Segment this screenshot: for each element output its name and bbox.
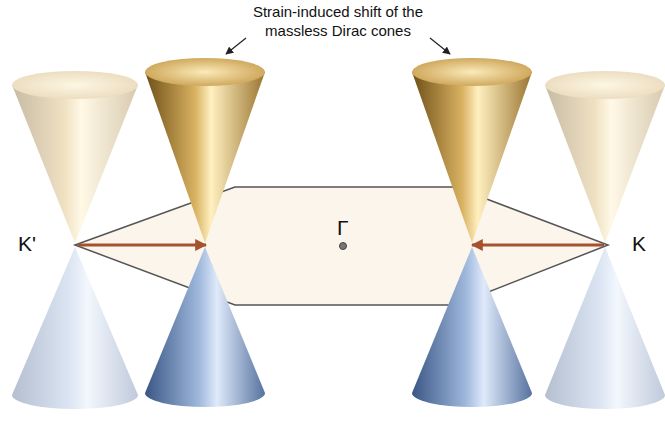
pointer-arrow bbox=[226, 38, 246, 54]
pointer-arrow bbox=[430, 38, 450, 54]
brillouin-hexagon bbox=[75, 187, 608, 305]
original-cone-k bbox=[545, 71, 665, 409]
original-cone-k-prime bbox=[12, 71, 138, 409]
point-label: K' bbox=[18, 232, 36, 256]
shifted-cone-right bbox=[412, 58, 532, 407]
point-label: Γ bbox=[337, 216, 349, 240]
shifted-cone-left bbox=[145, 58, 265, 407]
gamma-point bbox=[340, 243, 347, 250]
shift-arrow bbox=[472, 244, 604, 247]
shift-arrow bbox=[78, 244, 206, 247]
title-note: Strain-induced shift of the massless Dir… bbox=[232, 2, 444, 40]
point-label: K bbox=[632, 232, 646, 256]
